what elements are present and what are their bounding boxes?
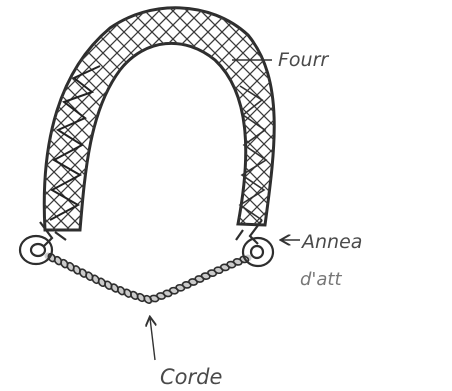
hatch-line	[260, 0, 452, 260]
hatch-line	[428, 0, 452, 260]
hatch-line	[400, 0, 452, 260]
hatch-line	[330, 0, 452, 260]
hatch-line	[372, 0, 452, 260]
hatch-line	[0, 0, 44, 260]
hatch-line	[288, 0, 452, 260]
hatch-line	[0, 0, 44, 260]
hatch-line	[260, 0, 452, 260]
hatch-line	[274, 0, 452, 260]
hatch-line	[316, 0, 452, 260]
hatch-line	[0, 0, 30, 260]
hatch-line	[302, 0, 452, 260]
hatch-line	[344, 0, 452, 260]
sheath-arch	[0, 0, 452, 260]
hatch-line	[302, 0, 452, 260]
hatch-line	[330, 0, 452, 260]
hatch-line	[372, 0, 452, 260]
hatch-line	[358, 0, 452, 260]
hatch-line	[386, 0, 452, 260]
hatch-line	[442, 0, 452, 260]
hatch-line	[400, 0, 452, 260]
hatch-line	[0, 0, 2, 260]
hatch-line	[316, 0, 452, 260]
ring-label-line1: Annea	[300, 231, 362, 253]
hatch-line	[274, 0, 452, 260]
hatch-line	[246, 0, 452, 260]
hatch-line	[0, 0, 2, 260]
ring-label-line2: d'att	[300, 269, 342, 290]
cord-leader	[150, 318, 155, 360]
hatch-line	[344, 0, 452, 260]
hatch-line	[0, 0, 16, 260]
hatch-line	[0, 0, 16, 260]
hatch-line	[0, 0, 30, 260]
hatch-line	[358, 0, 452, 260]
sheath-label: Fourr	[278, 49, 329, 71]
cord-path	[48, 256, 248, 300]
hatch-line	[414, 0, 452, 260]
hatch-line	[386, 0, 452, 260]
hatch-line	[246, 0, 452, 260]
hatch-line	[428, 0, 452, 260]
label-leaders	[150, 60, 300, 360]
hatch-line	[414, 0, 452, 260]
hatch-line	[288, 0, 452, 260]
cord	[47, 252, 249, 304]
cord-label: Corde	[160, 365, 222, 389]
hatch-line	[442, 0, 452, 260]
